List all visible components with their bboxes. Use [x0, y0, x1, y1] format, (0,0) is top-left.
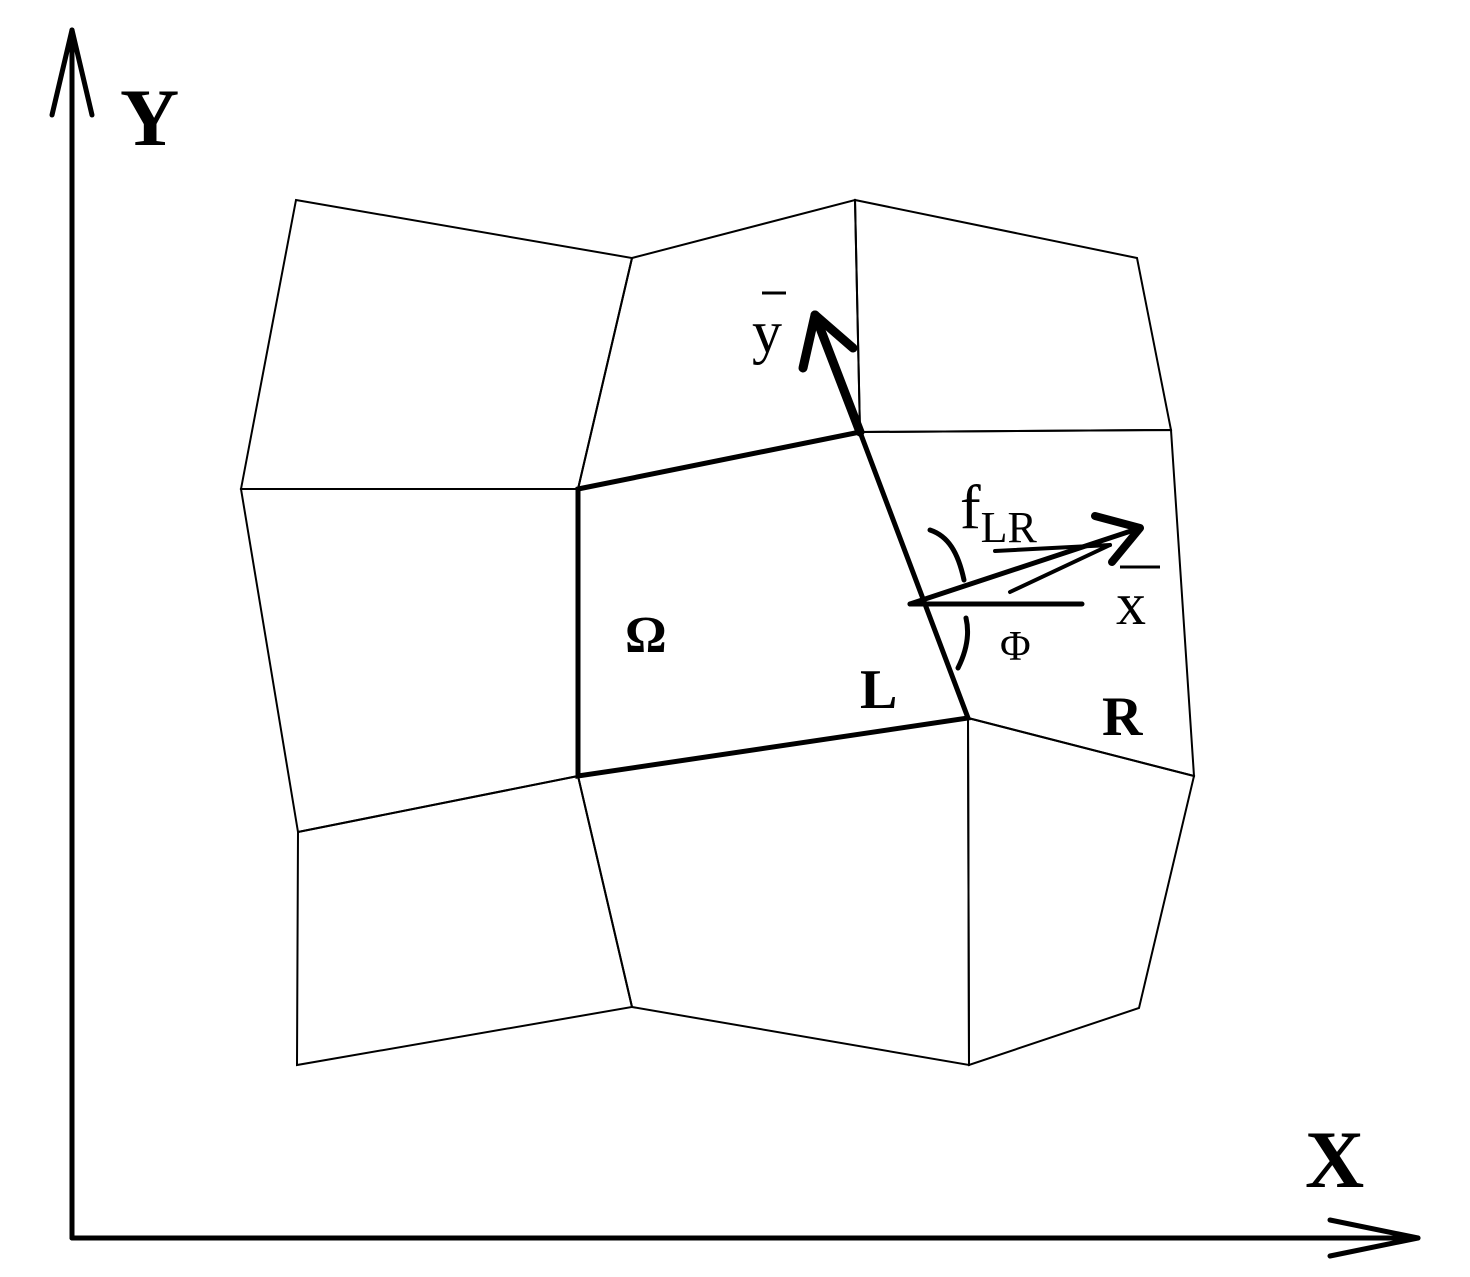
mesh-grid: [239, 198, 1196, 1067]
local-x-arrowhead: [1091, 512, 1144, 566]
mesh-cell-top-left: [239, 198, 634, 490]
y-axis-arrowhead: [49, 27, 95, 118]
local-y-axis-line: [810, 310, 865, 437]
flux-vector-line: [993, 543, 1112, 553]
mesh-cell-bottom-right: [966, 716, 1196, 1067]
angle-arc-upper: [927, 527, 967, 583]
local-x-label: x: [1116, 571, 1146, 637]
omega-label: Ω: [625, 607, 667, 664]
global-axes: [49, 27, 1421, 1259]
local-axes: [798, 310, 1144, 671]
flux-vector-stroke: [1008, 543, 1112, 594]
mesh-cell-top-right: [853, 198, 1173, 434]
local-y-arrowhead: [798, 310, 858, 373]
mesh-cell-middle-left: [239, 488, 579, 834]
local-y-label: y: [752, 299, 782, 365]
control-volume-omega-boundary: [575, 429, 972, 779]
y-axis-label: Y: [120, 72, 179, 163]
x-axis-arrowhead: [1327, 1217, 1421, 1259]
mesh-cell-top-middle: [576, 198, 862, 491]
mesh-cell-bottom-left: [295, 774, 634, 1067]
phi-angle-label: Φ: [1000, 624, 1031, 670]
mesh-cell-bottom-middle: [576, 716, 971, 1067]
flux-symbol: f: [960, 474, 981, 542]
left-cell-label: L: [860, 659, 897, 721]
flux-label: fLR: [960, 474, 1038, 552]
angle-arc-lower: [955, 615, 971, 671]
flux-subscript: LR: [981, 503, 1038, 552]
x-axis-label: X: [1305, 1114, 1364, 1205]
local-x-axis-line: [907, 525, 1143, 607]
right-cell-label: R: [1102, 686, 1143, 748]
